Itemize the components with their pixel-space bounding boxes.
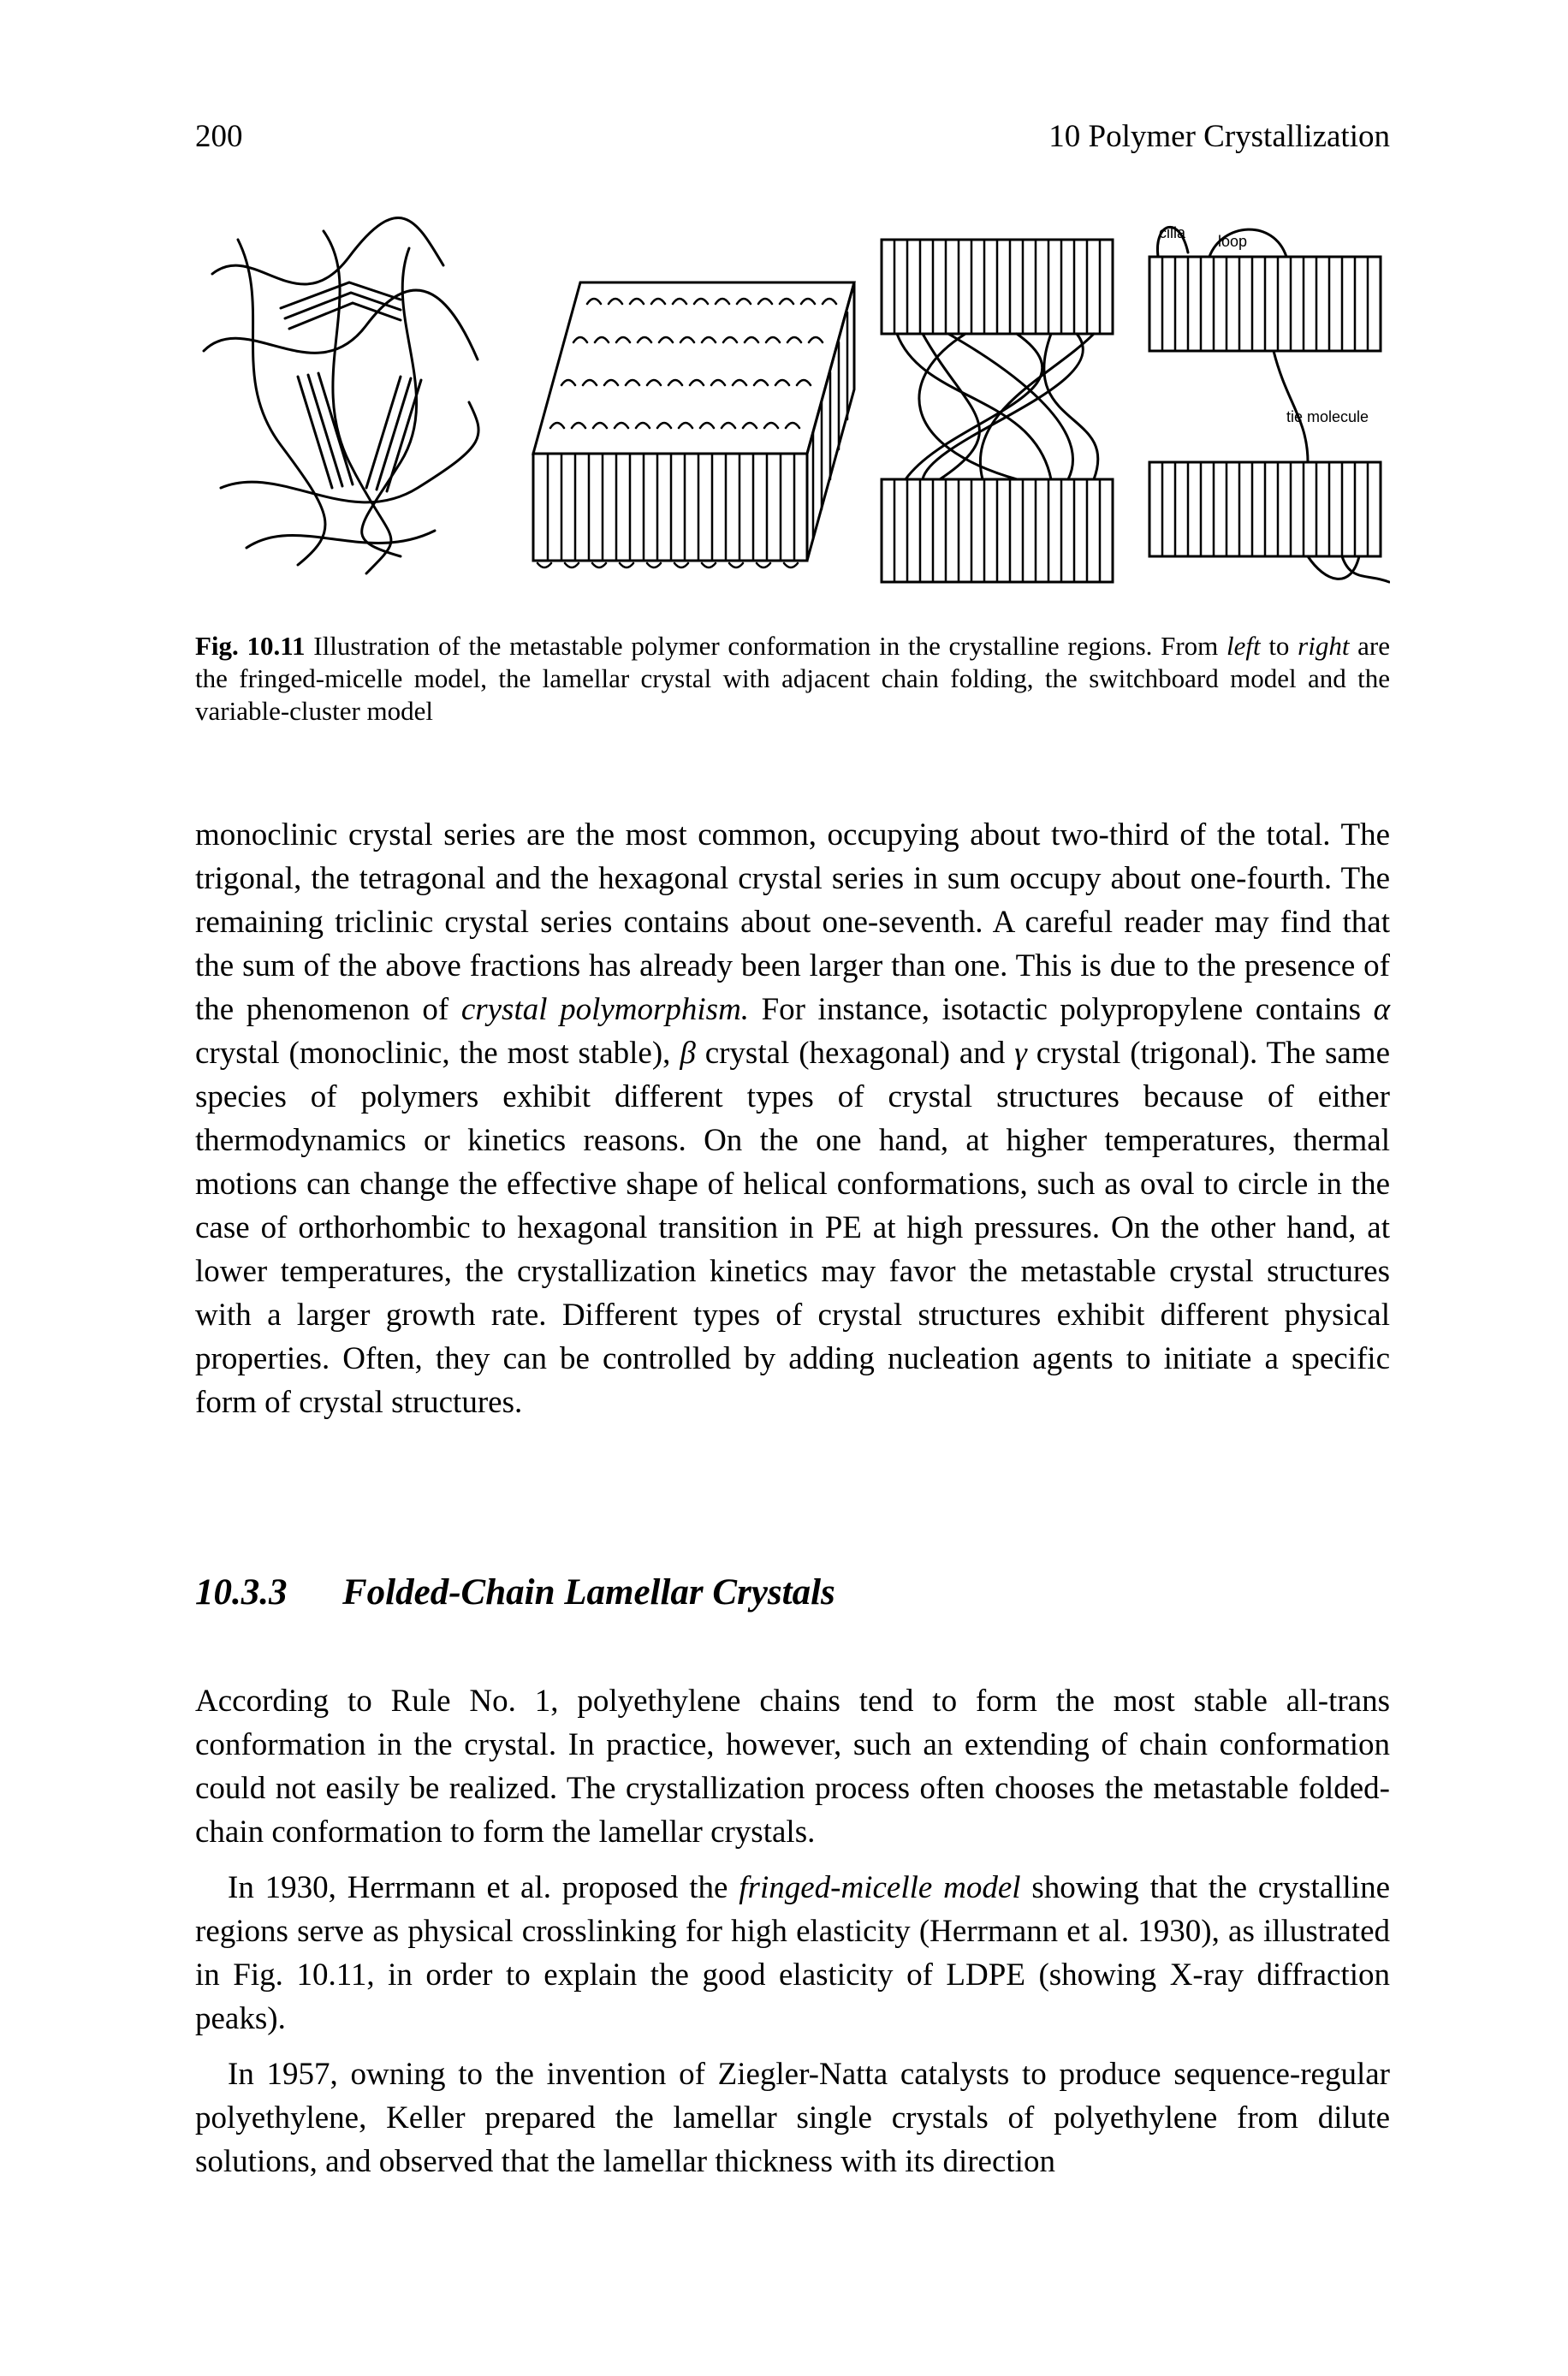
fringed-micelle-panel [202, 217, 480, 575]
gamma-symbol: γ [1014, 1036, 1027, 1071]
caption-text-3: are the fringed-micelle model, the lamel… [195, 631, 1391, 726]
switchboard-panel [880, 238, 1114, 584]
variable-cluster-panel [1148, 225, 1390, 584]
paragraph-fringed-micelle: In 1930, Herrmann et al. proposed the fr… [195, 1866, 1390, 2040]
body-text-bottom: According to Rule No. 1, polyethylene ch… [195, 1679, 1390, 2183]
caption-text-2: to [1260, 631, 1298, 661]
p1-crystal-polymorphism: crystal polymorphism. [460, 992, 750, 1027]
p3-fringed-micelle-model: fringed-micelle model [739, 1870, 1021, 1905]
caption-left: left [1226, 631, 1261, 661]
caption-text-1: Illustration of the metastable polymer c… [305, 631, 1226, 661]
paragraph-keller-1957: In 1957, owning to the invention of Zieg… [195, 2057, 1390, 2179]
paragraph-rule-no-1: According to Rule No. 1, polyethylene ch… [195, 1684, 1390, 1850]
section-title: Folded-Chain Lamellar Crystals [342, 1572, 835, 1613]
p3-text-c: showing that the crystalline regions ser… [195, 1870, 1390, 2036]
beta-symbol: β [680, 1036, 696, 1071]
caption-label: Fig. 10.11 [195, 631, 306, 661]
loop-label: loop [1218, 233, 1247, 250]
p1-text-f: crystal (trigonal). The same species of … [195, 1036, 1390, 1420]
running-title: 10 Polymer Crystallization [1048, 119, 1390, 154]
cilia-label: cilia [1159, 224, 1186, 241]
tie-molecule-label: tie molecule [1286, 408, 1369, 425]
lamellar-crystal-panel [532, 281, 856, 569]
section-heading: 10.3.3 Folded-Chain Lamellar Crystals [195, 1571, 1390, 1613]
section-number: 10.3.3 [195, 1572, 288, 1613]
caption-right: right [1298, 631, 1350, 661]
p3-text-a: In 1930, Herrmann et al. proposed the [228, 1870, 739, 1905]
paragraph-polymorphism: monoclinic crystal series are the most c… [195, 813, 1390, 1424]
p1-text-e: crystal (hexagonal) and [695, 1036, 1015, 1071]
p1-text-d: crystal (monoclinic, the most stable), [195, 1036, 680, 1071]
alpha-symbol: α [1373, 992, 1390, 1027]
p1-text-a: monoclinic crystal series are the most c… [195, 817, 1390, 1027]
figure-10-11: cilia loop tie molecule [195, 205, 1390, 599]
figure-illustration: cilia loop tie molecule [202, 217, 1390, 584]
p1-text-c: For instance, isotactic polypropylene co… [749, 992, 1374, 1027]
running-header: 200 10 Polymer Crystallization [195, 118, 1390, 161]
page-number: 200 [195, 119, 243, 154]
figure-caption: Fig. 10.11 Illustration of the metastabl… [195, 630, 1390, 728]
body-text-top: monoclinic crystal series are the most c… [195, 813, 1390, 1424]
